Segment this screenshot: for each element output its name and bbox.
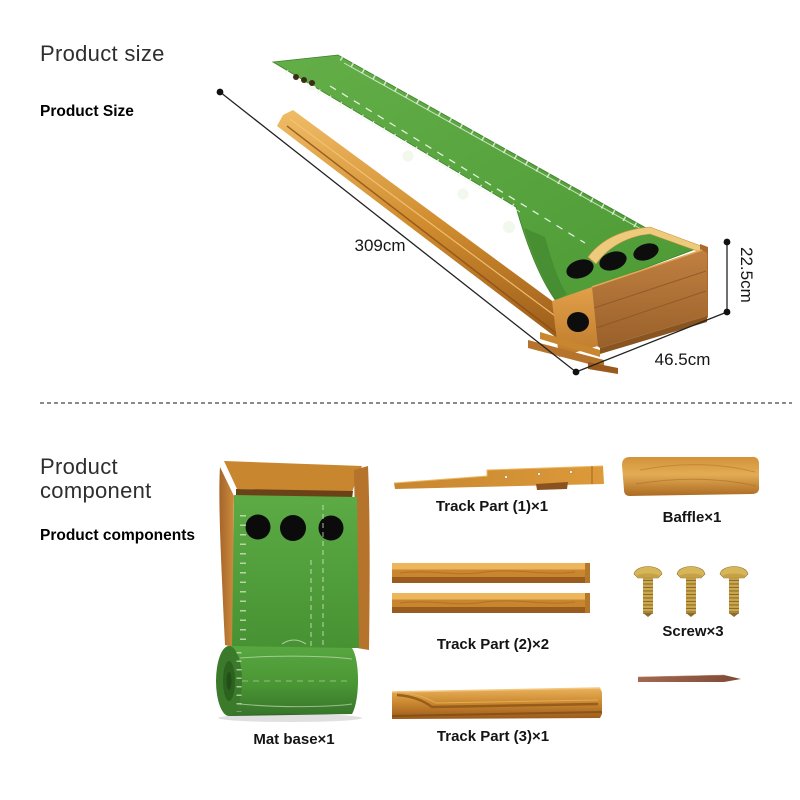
dimension-width-label: 46.5cm (654, 350, 711, 369)
track-part-1-label: Track Part (1)×1 (435, 498, 549, 515)
ball-return-track (277, 110, 578, 339)
component-heading-bold: Product components (40, 527, 196, 544)
section-divider (40, 402, 792, 404)
dimension-height-label: 22.5cm (737, 247, 756, 303)
product-size-illustration (216, 54, 731, 376)
box-holes (566, 243, 659, 279)
size-heading-bold: Product Size (40, 103, 134, 120)
ball-collection-box (528, 226, 708, 374)
track-part-2-label: Track Part (2)×2 (436, 636, 550, 653)
screw-image (633, 566, 749, 617)
baffle-label: Baffle×1 (662, 509, 722, 526)
baffle-image (622, 456, 760, 496)
mat-target-dots (308, 85, 515, 233)
mat-base-image (216, 461, 370, 722)
dimension-length-label: 309cm (354, 236, 406, 255)
dimension-lines (216, 88, 731, 376)
wedge-strip-image (637, 674, 741, 682)
putting-mat-band (271, 54, 703, 302)
mat-ball-marks (293, 74, 315, 86)
track-part-2-image (391, 562, 591, 614)
track-part-1-image (393, 465, 604, 490)
component-heading-light: Product component (40, 454, 152, 503)
size-heading-light: Product size (40, 41, 165, 66)
mat-base-label: Mat base×1 (253, 731, 335, 748)
track-part-3-image (391, 687, 603, 719)
screw-label: Screw×3 (662, 623, 724, 640)
track-part-3-label: Track Part (3)×1 (436, 728, 550, 745)
component-illustrations (216, 456, 760, 722)
